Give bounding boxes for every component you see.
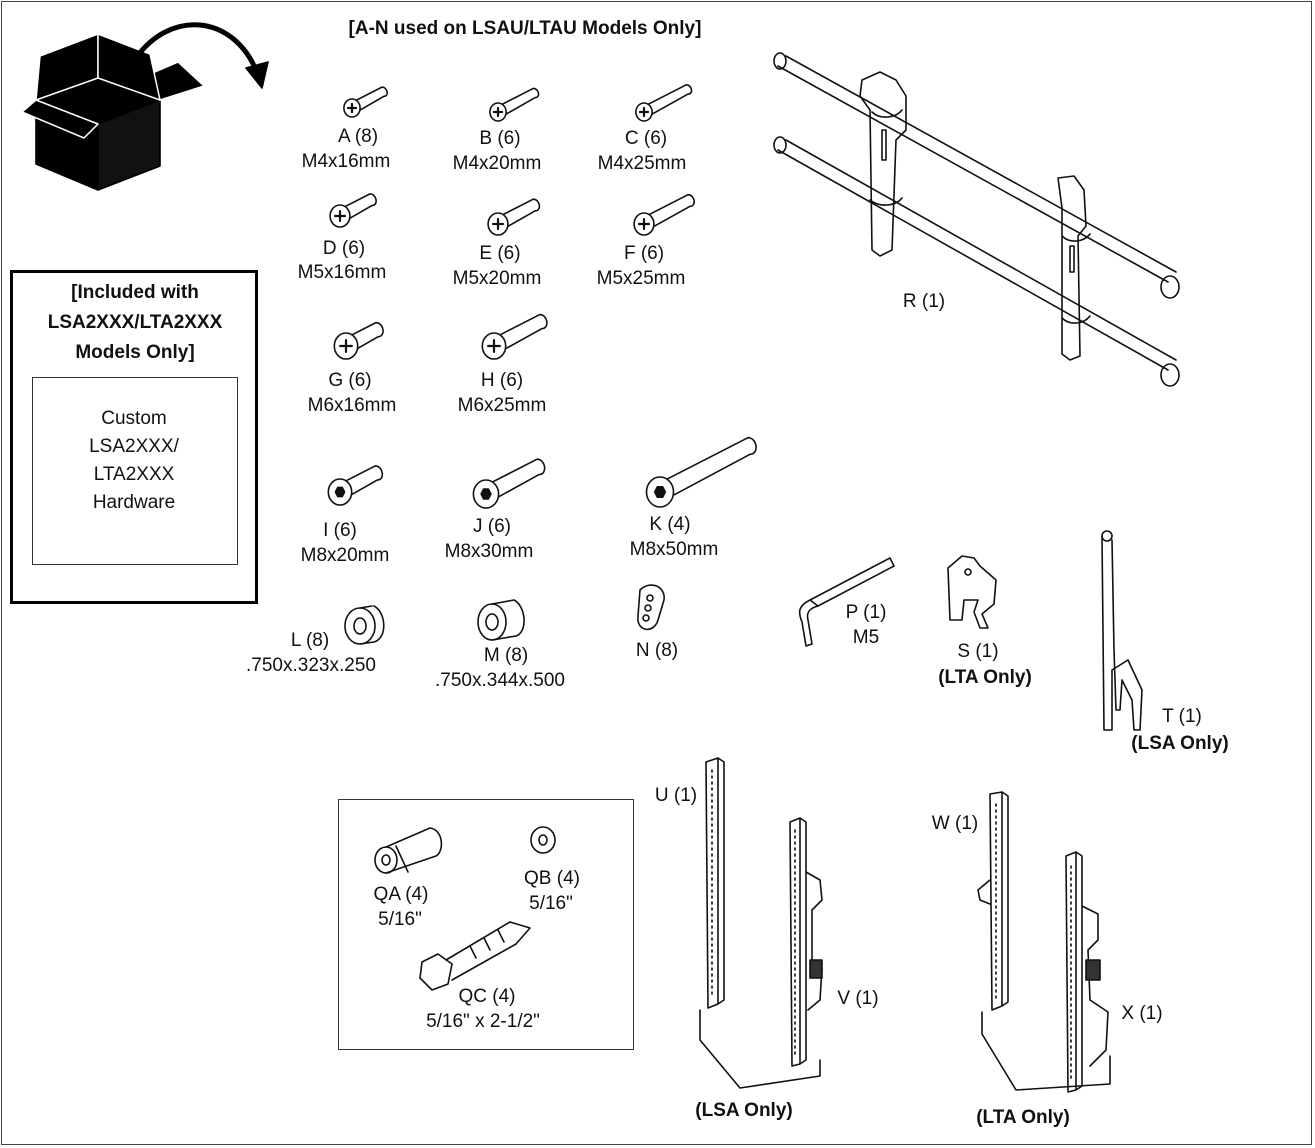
screw-j-icon [472,458,546,509]
part-a-spec: M4x16mm [301,151,391,172]
part-h-label: H (6) [480,370,524,391]
screw-a-icon [343,86,389,118]
part-j-label: J (6) [473,516,511,537]
part-b-spec: M4x20mm [452,153,542,174]
screw-f-icon [633,193,695,236]
included-hardware-box [10,270,258,604]
washer-l-icon [344,605,385,645]
part-l-label: L (8) [290,630,330,651]
screw-i-icon [327,465,384,506]
part-j-spec: M8x30mm [444,541,534,562]
rail-u-icon [705,757,725,1009]
screw-g-icon [333,321,384,360]
part-s-label: S (1) [957,641,999,662]
custom-line-2: LSA2XXX/ [89,436,179,457]
rail-w-icon [977,791,1009,1011]
part-l-spec: .750x.323x.250 [246,655,376,676]
part-g-label: G (6) [328,370,372,391]
part-e-spec: M5x20mm [452,268,542,289]
screw-k-icon [645,436,757,508]
wall-mount-r-icon [773,52,1180,387]
part-r-label: R (1) [902,291,946,312]
screw-b-icon [489,87,540,122]
custom-hardware-box [32,377,238,565]
washer-qb-icon [530,826,556,854]
lag-bolt-qc-icon [419,921,531,991]
plate-n-icon [637,584,665,631]
tool-t-icon [1101,530,1143,731]
part-c-spec: M4x25mm [597,153,687,174]
screw-e-icon [487,198,541,236]
rail-v-icon [789,817,823,1067]
custom-line-4: Hardware [92,492,176,513]
part-t-note: (LSA Only) [1131,733,1229,754]
part-m-label: M (8) [483,645,529,666]
part-qc-spec: 5/16" x 2-1/2" [426,1011,540,1032]
part-w-label: W (1) [931,813,979,834]
spacer-m-icon [477,599,525,641]
included-title-line-3: Models Only] [75,342,195,363]
anchor-qa-icon [374,827,443,874]
curved-arrow-icon [133,22,269,89]
wall-anchor-box [338,799,634,1050]
included-title-line-1: [Included with [71,282,199,303]
part-t-label: T (1) [1162,706,1202,727]
part-p-label: P (1) [845,602,887,623]
custom-line-3: LTA2XXX [93,464,175,485]
open-box-icon [21,33,205,191]
screw-d-icon [329,193,377,228]
part-d-spec: M5x16mm [297,262,387,283]
custom-line-1: Custom [101,408,167,429]
lsa-group-line [699,1009,821,1089]
part-i-spec: M8x20mm [300,545,390,566]
screw-c-icon [635,84,693,122]
rail-x-icon [1065,851,1109,1093]
included-title-line-2: LSA2XXX/LTA2XXX [47,312,223,333]
part-h-spec: M6x25mm [457,395,547,416]
part-qb-label: QB (4) [524,868,580,889]
lsa-only-label: (LSA Only) [695,1100,793,1121]
part-qc-label: QC (4) [458,986,516,1007]
header-note: [A-N used on LSAU/LTAU Models Only] [348,18,702,39]
part-b-label: B (6) [479,128,521,149]
part-s-note: (LTA Only) [938,667,1032,688]
part-p-spec: M5 [852,627,880,648]
part-u-label: U (1) [654,785,698,806]
part-k-spec: M8x50mm [629,539,719,560]
allen-key-p-icon [798,557,895,647]
part-qb-spec: 5/16" [529,893,573,914]
part-a-label: A (8) [337,126,379,147]
part-f-label: F (6) [623,243,665,264]
part-m-spec: .750x.344x.500 [435,670,565,691]
part-f-spec: M5x25mm [596,268,686,289]
part-d-label: D (6) [322,238,366,259]
part-c-label: C (6) [624,128,668,149]
part-v-label: V (1) [837,988,879,1009]
lta-group-line [981,1011,1111,1091]
part-qa-label: QA (4) [373,884,429,905]
part-x-label: X (1) [1121,1003,1163,1024]
part-k-label: K (4) [649,514,691,535]
screw-h-icon [481,313,548,360]
part-e-label: E (6) [479,243,521,264]
bracket-s-icon [947,555,997,629]
screw-icons [327,84,757,509]
part-n-label: N (8) [635,640,679,661]
part-g-spec: M6x16mm [307,395,397,416]
part-i-label: I (6) [323,520,357,541]
part-qa-spec: 5/16" [378,909,422,930]
lta-only-label: (LTA Only) [976,1107,1070,1128]
